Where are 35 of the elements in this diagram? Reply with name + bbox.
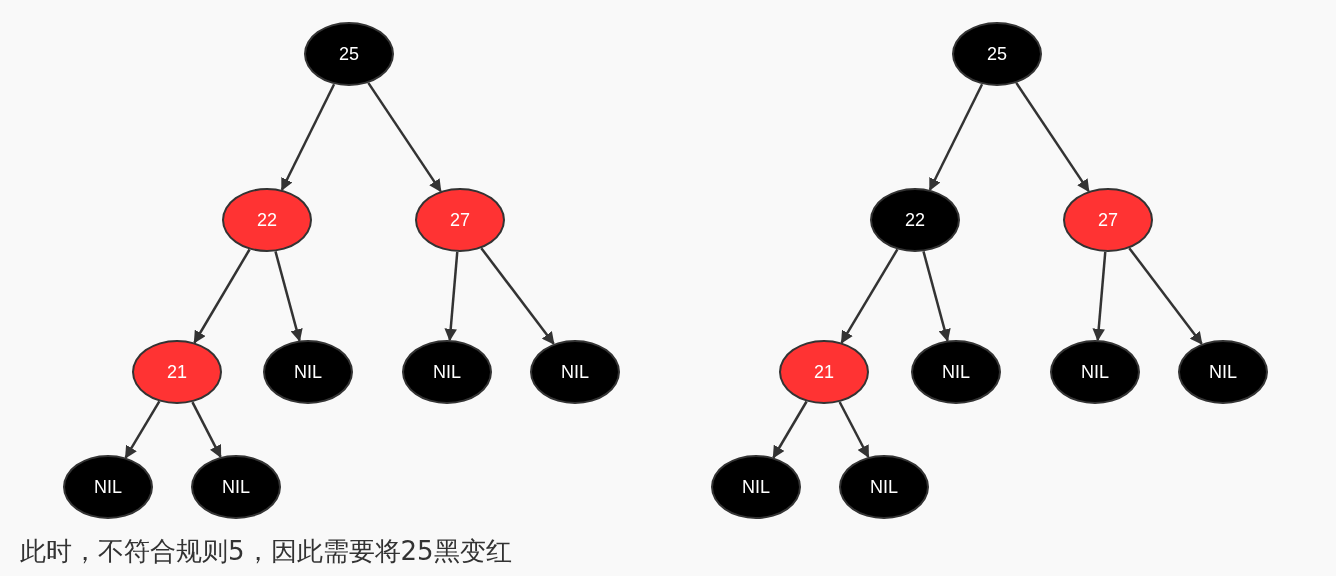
tree-node: 22	[222, 188, 312, 252]
arrow	[193, 248, 251, 344]
tree-node: NIL	[1050, 340, 1140, 404]
caption: 此时，不符合规则5，因此需要将25黑变红	[20, 535, 512, 568]
tree-node: NIL	[839, 455, 929, 519]
arrow	[772, 400, 808, 459]
arrow	[928, 83, 984, 191]
tree-node: 22	[870, 188, 960, 252]
tree-node: NIL	[911, 340, 1001, 404]
tree-node: NIL	[263, 340, 353, 404]
tree-node: 25	[304, 22, 394, 86]
tree-node: 21	[132, 340, 222, 404]
arrow	[367, 82, 442, 193]
arrow	[280, 83, 336, 191]
tree-node: 25	[952, 22, 1042, 86]
arrow	[1128, 247, 1203, 345]
tree-node: NIL	[191, 455, 281, 519]
arrow	[838, 401, 870, 459]
arrow	[922, 251, 951, 342]
arrow	[444, 251, 459, 342]
tree-node: NIL	[63, 455, 153, 519]
arrow	[191, 401, 222, 459]
arrow	[480, 247, 555, 345]
arrow	[1015, 82, 1090, 193]
arrow	[124, 400, 161, 459]
arrow	[1092, 251, 1107, 342]
arrow	[274, 251, 303, 342]
tree-node: 27	[1063, 188, 1153, 252]
tree-node: NIL	[711, 455, 801, 519]
tree-node: NIL	[1178, 340, 1268, 404]
arrow	[840, 248, 899, 344]
tree-node: 21	[779, 340, 869, 404]
tree-node: 27	[415, 188, 505, 252]
tree-node: NIL	[530, 340, 620, 404]
tree-node: NIL	[402, 340, 492, 404]
